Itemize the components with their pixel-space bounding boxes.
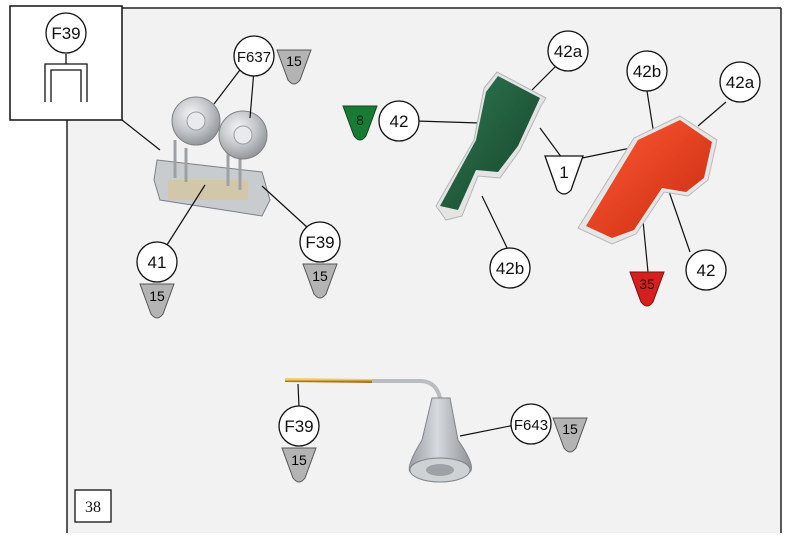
callout-f39-bell: F39 xyxy=(278,405,320,447)
svg-text:F637: F637 xyxy=(237,49,271,66)
paint-triangle-f643: 15 xyxy=(552,417,588,453)
callout-red-42a: 42a xyxy=(719,61,761,103)
svg-text:42a: 42a xyxy=(554,42,583,61)
svg-text:38: 38 xyxy=(85,499,101,516)
paint-triangle-green-8: 8 xyxy=(342,105,378,141)
callout-41: 41 xyxy=(136,241,178,283)
svg-text:42b: 42b xyxy=(633,62,661,81)
paint-triangle-f39-bell: 15 xyxy=(281,447,317,483)
svg-text:35: 35 xyxy=(639,276,655,292)
svg-text:42b: 42b xyxy=(496,259,524,278)
callout-green-42b: 42b xyxy=(489,247,531,289)
paint-triangle-f39-headlights: 15 xyxy=(302,263,338,299)
legend-code: F39 xyxy=(51,24,80,43)
svg-text:42a: 42a xyxy=(726,73,755,92)
paint-triangle-41: 15 xyxy=(139,283,175,319)
svg-text:F39: F39 xyxy=(305,233,334,252)
headlight-assembly xyxy=(121,96,271,217)
svg-text:1: 1 xyxy=(559,163,568,182)
svg-text:15: 15 xyxy=(312,268,328,284)
fork-joint-icon xyxy=(44,54,88,102)
callout-green-42: 42 xyxy=(378,100,420,142)
svg-text:F39: F39 xyxy=(284,417,313,436)
callout-f643: F643 xyxy=(510,403,552,445)
green-side-panel xyxy=(435,71,547,221)
svg-text:8: 8 xyxy=(356,112,364,128)
svg-text:15: 15 xyxy=(291,452,307,468)
legend-box: F39 xyxy=(9,5,123,121)
page-number: 38 xyxy=(74,489,112,523)
svg-text:F643: F643 xyxy=(514,417,548,434)
red-side-panel xyxy=(577,115,718,245)
callout-green-42a: 42a xyxy=(547,30,589,72)
svg-text:41: 41 xyxy=(148,253,167,272)
callout-f637: F637 xyxy=(233,35,275,77)
svg-text:42: 42 xyxy=(697,261,716,280)
callout-red-42b: 42b xyxy=(626,50,668,92)
svg-text:15: 15 xyxy=(149,288,165,304)
svg-text:15: 15 xyxy=(286,53,302,69)
svg-text:42: 42 xyxy=(390,112,409,131)
svg-text:15: 15 xyxy=(562,421,578,437)
callout-red-42: 42 xyxy=(685,249,727,291)
legend-circle xyxy=(45,12,87,54)
callout-f39-headlights: F39 xyxy=(299,221,341,263)
paint-triangle-f637: 15 xyxy=(276,49,312,85)
paint-triangle-red-35: 35 xyxy=(629,271,665,307)
bell-assembly xyxy=(284,378,472,483)
callout-part-1: 1 xyxy=(544,155,584,195)
brass-rod xyxy=(284,378,373,383)
